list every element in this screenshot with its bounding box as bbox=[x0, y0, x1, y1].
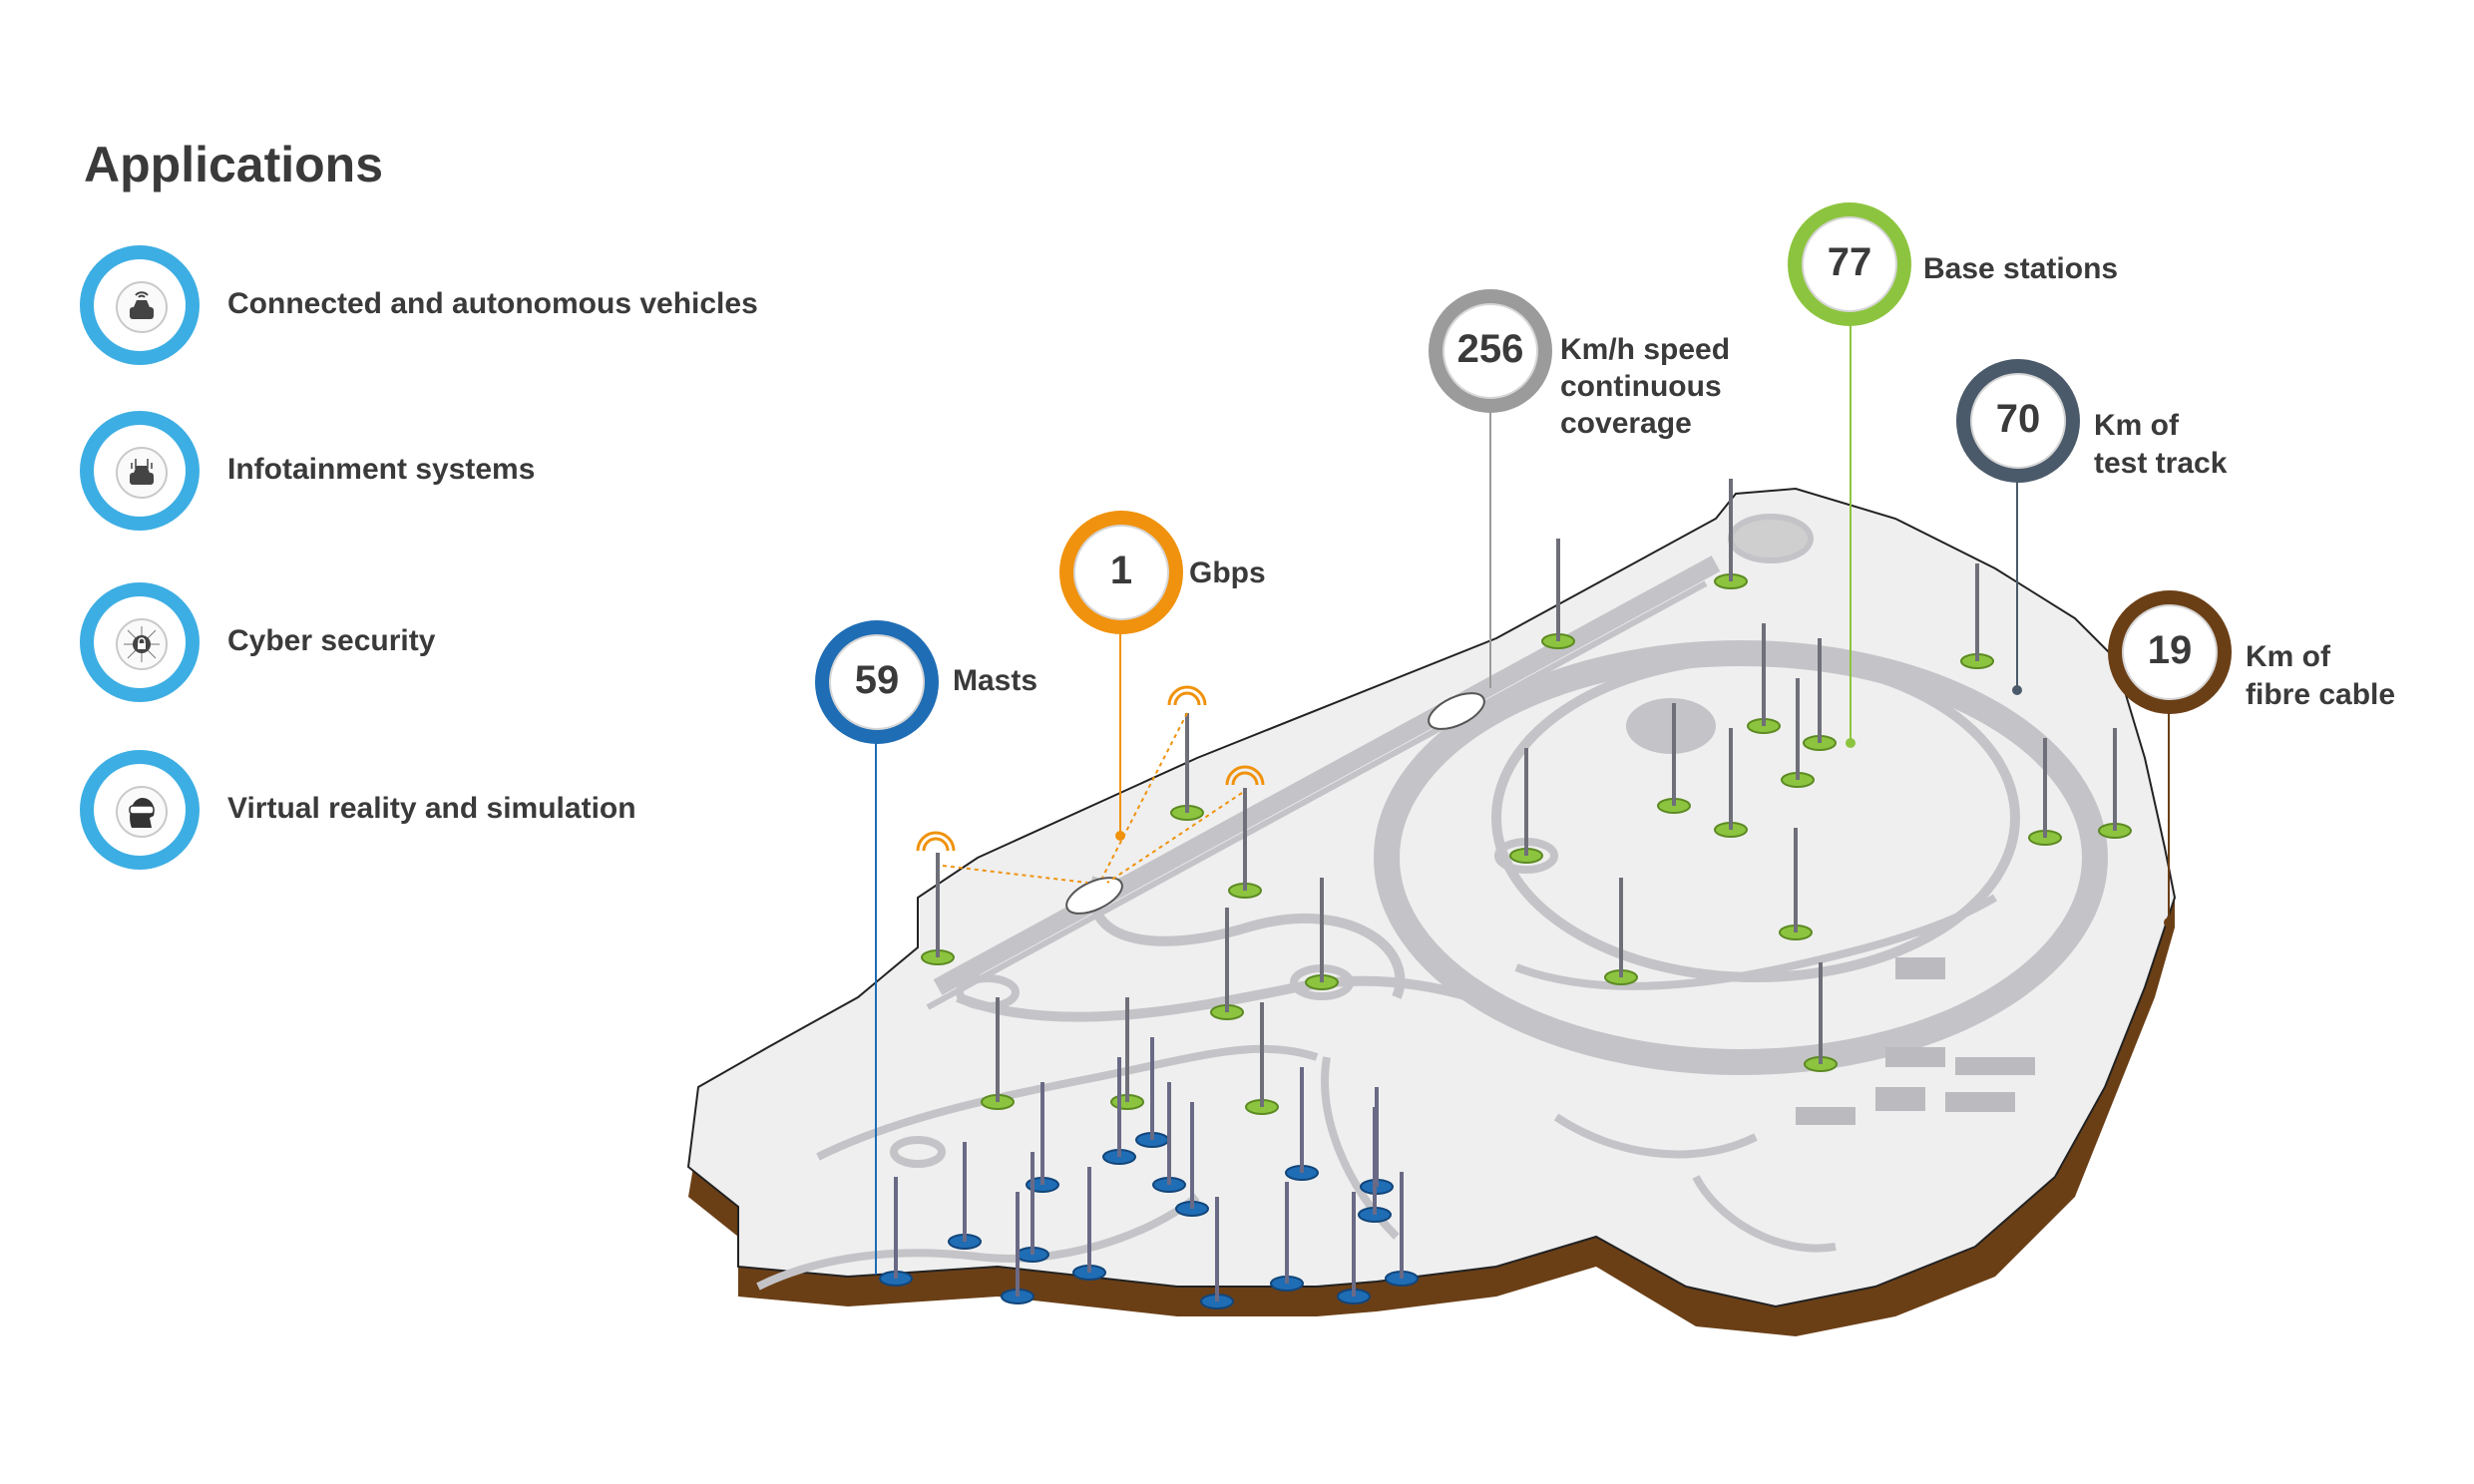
app-item-cyber-security: Cyber security bbox=[80, 582, 838, 702]
app-label: Infotainment systems bbox=[227, 453, 536, 486]
app-label: Cyber security bbox=[227, 624, 436, 657]
speed-label-line2: continuous bbox=[1560, 370, 1722, 403]
speed-label-line1: Km/h speed bbox=[1560, 333, 1731, 366]
speed-label-line3: coverage bbox=[1560, 407, 1692, 440]
fibre-value: 19 bbox=[2147, 628, 2193, 672]
base-label: Base stations bbox=[1923, 252, 2119, 285]
track-label-line2: test track bbox=[2094, 447, 2228, 480]
app-item-connected-vehicles: Connected and autonomous vehicles bbox=[80, 245, 838, 365]
fibre-label-line1: Km of bbox=[2246, 640, 2330, 673]
fibre-label-line2: fibre cable bbox=[2246, 678, 2396, 711]
app-item-infotainment: Infotainment systems bbox=[80, 411, 838, 531]
speed-value: 256 bbox=[1456, 327, 1524, 371]
map-terrain bbox=[686, 487, 2177, 1308]
car-wifi-icon bbox=[116, 281, 168, 333]
masts-value: 59 bbox=[854, 658, 900, 702]
app-item-vr-simulation: Virtual reality and simulation bbox=[80, 750, 838, 870]
app-label: Connected and autonomous vehicles bbox=[227, 287, 758, 320]
applications-title: Applications bbox=[84, 137, 384, 192]
base-value: 77 bbox=[1827, 240, 1872, 284]
map-soil-edge bbox=[688, 898, 2175, 1336]
oval-test-track bbox=[1374, 640, 2108, 1075]
lock-network-icon bbox=[116, 618, 168, 670]
track-value: 70 bbox=[1995, 397, 2041, 441]
app-label: Virtual reality and simulation bbox=[227, 792, 636, 825]
car-signal-icon bbox=[116, 447, 168, 499]
masts-label: Masts bbox=[953, 664, 1038, 697]
car-icon bbox=[1065, 692, 1485, 915]
vr-headset-icon bbox=[116, 786, 168, 838]
track-label-line1: Km of bbox=[2094, 409, 2179, 442]
gbps-value: 1 bbox=[1109, 549, 1133, 592]
gbps-label: Gbps bbox=[1189, 556, 1266, 589]
